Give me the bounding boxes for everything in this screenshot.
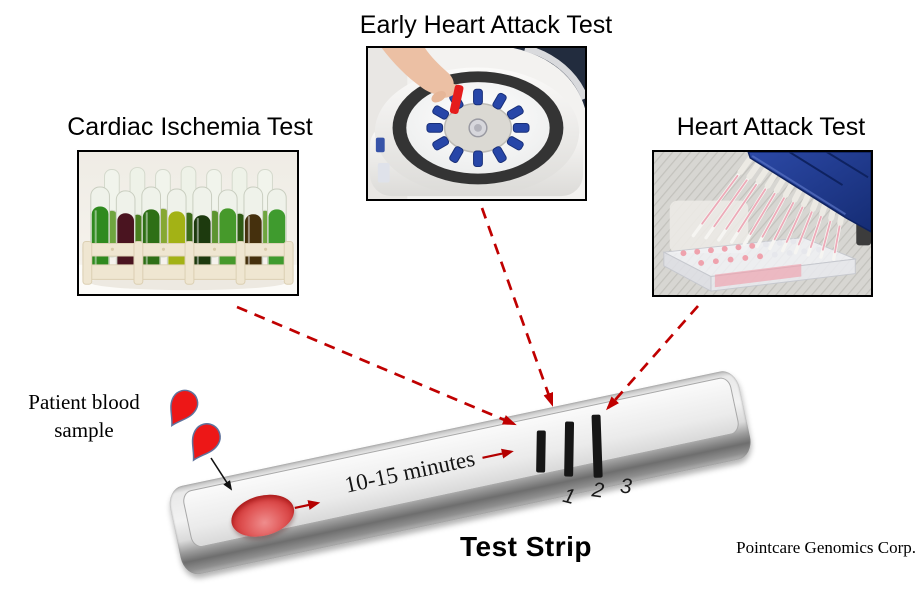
early-heart-attack-test-label: Early Heart Attack Test <box>359 11 613 39</box>
cardiac-ischemia-photo <box>77 150 299 296</box>
patient-blood-line2: sample <box>54 418 114 442</box>
early-heart-attack-photo <box>366 46 587 201</box>
test-strip-title: Test Strip <box>459 531 593 562</box>
band-number-3: 3 <box>619 474 633 499</box>
cardiac-ischemia-test-label: Cardiac Ischemia Test <box>67 113 313 141</box>
blood-drop-icons <box>170 389 221 462</box>
pipette-microplate-illustration <box>654 152 871 295</box>
heart-attack-test-label: Heart Attack Test <box>676 113 866 141</box>
test-tube-rack-illustration <box>79 152 297 294</box>
dashed-arrow-to-band-2 <box>480 207 554 407</box>
patient-blood-line1: Patient blood <box>28 390 140 414</box>
red-arrow-icon <box>294 500 321 510</box>
heart-attack-photo <box>652 150 873 297</box>
dashed-arrow-to-band-1 <box>236 305 517 426</box>
test-band-1 <box>536 430 546 473</box>
company-credit: Pointcare Genomics Corp. <box>736 538 916 557</box>
blood-drop-icon <box>191 423 221 462</box>
blood-drop-icon <box>170 389 199 427</box>
test-strip: 10-15 minutes <box>166 368 765 606</box>
red-arrow-icon <box>482 448 514 459</box>
patient-blood-sample-label: Patient blood sample <box>8 388 160 444</box>
centrifuge-illustration <box>368 48 585 199</box>
test-band-2 <box>564 421 575 477</box>
